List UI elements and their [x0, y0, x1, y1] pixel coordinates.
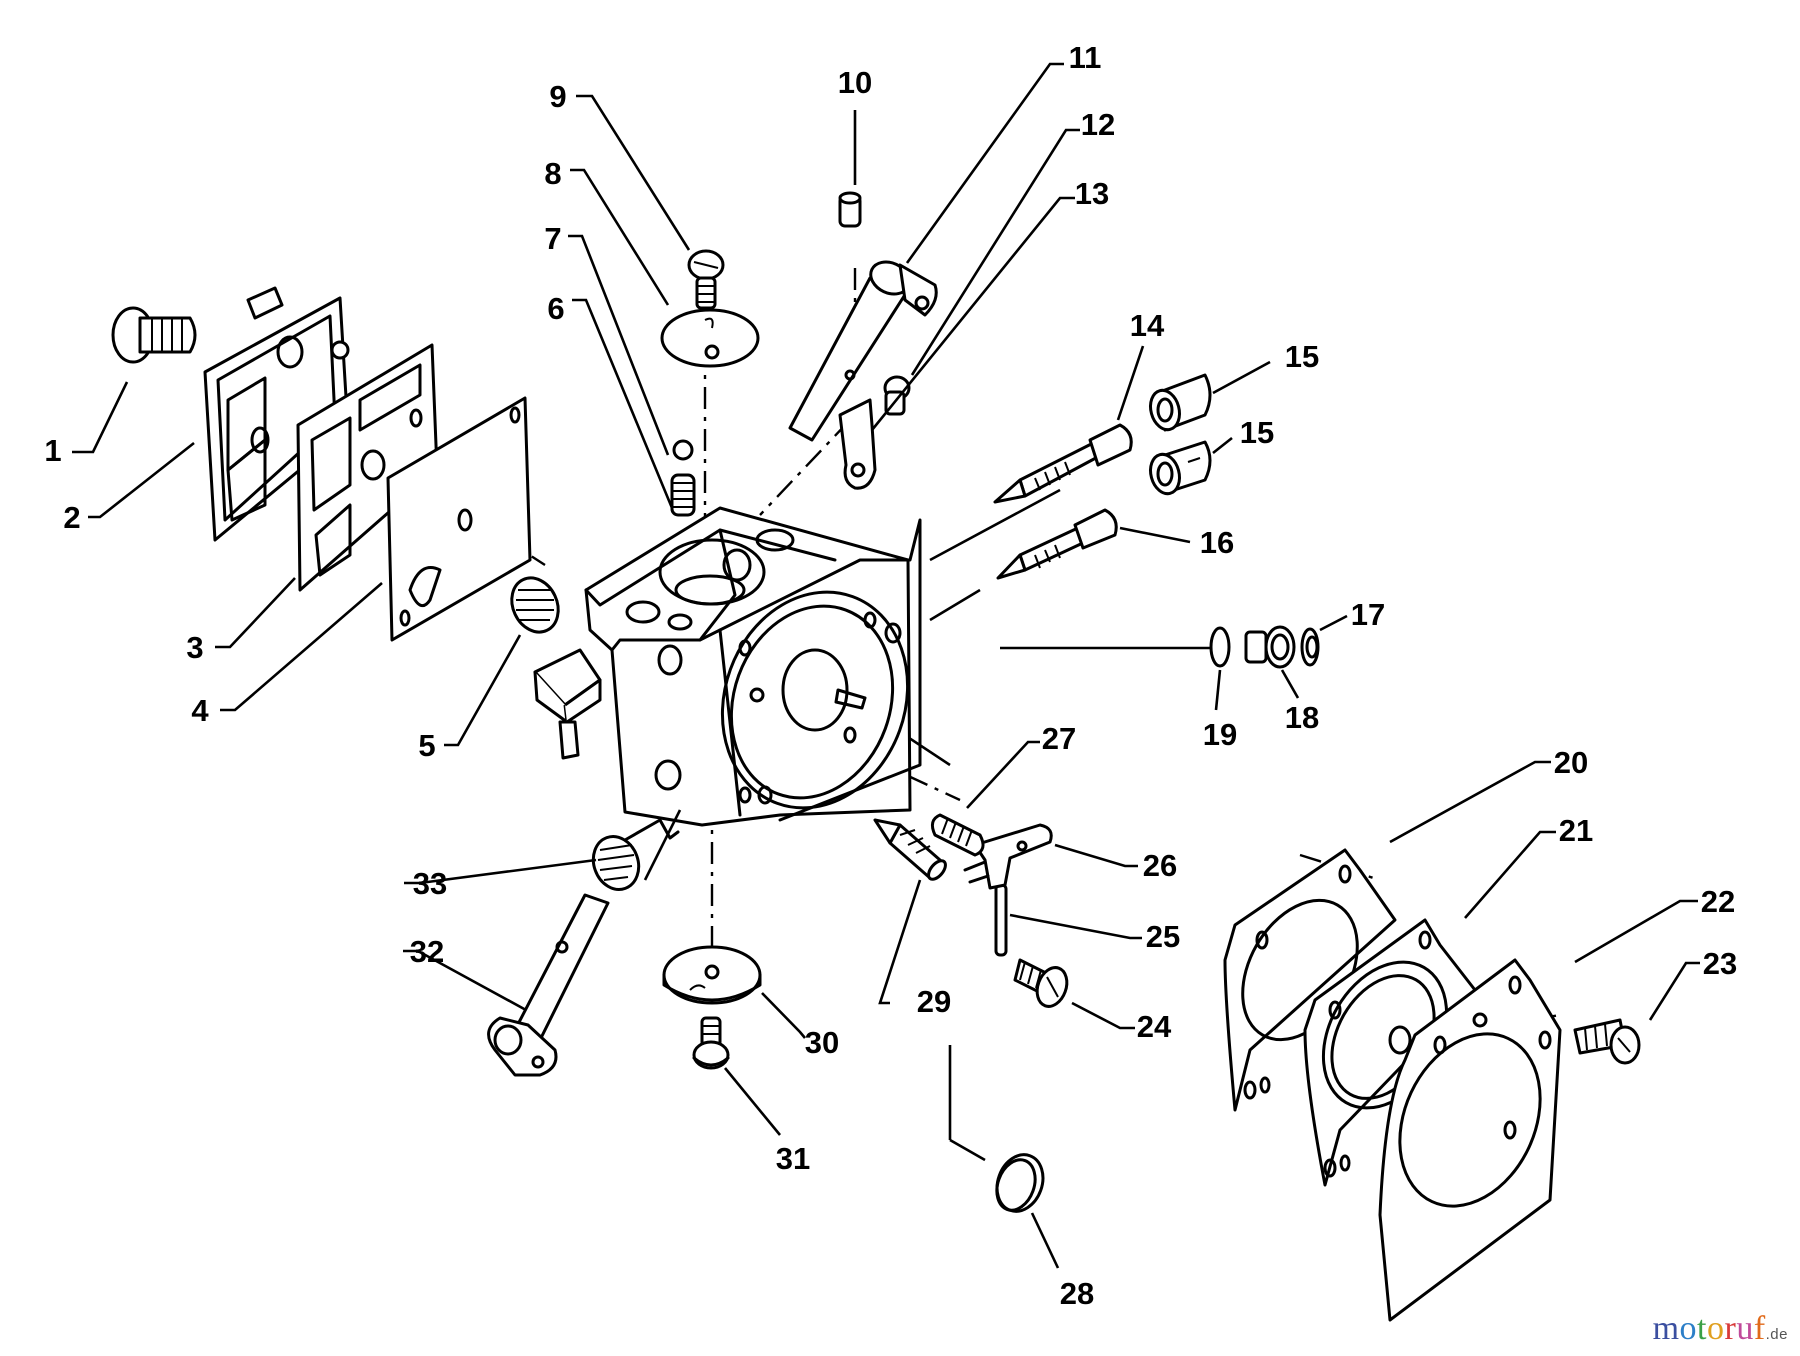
- part-32-choke-shaft[interactable]: [487, 893, 610, 1077]
- part-22-metering-cover[interactable]: [1373, 958, 1567, 1322]
- part-24-screw[interactable]: [1013, 958, 1072, 1011]
- part-8-throttle-valve[interactable]: [660, 308, 760, 368]
- part-1-screw[interactable]: [111, 306, 197, 364]
- callout-18: 18: [1285, 700, 1319, 735]
- callout-31: 31: [776, 1141, 810, 1176]
- callout-19: 19: [1203, 717, 1237, 752]
- watermark-letter: o: [1706, 1310, 1725, 1347]
- callout-5: 5: [418, 728, 435, 763]
- callout-3: 3: [186, 630, 203, 665]
- watermark-letter: m: [1652, 1310, 1680, 1347]
- part-29-inlet-needle[interactable]: [873, 818, 949, 882]
- callout-30: 30: [805, 1025, 839, 1060]
- callout-28: 28: [1060, 1276, 1094, 1311]
- callout-32: 32: [410, 934, 444, 969]
- part-33-spring[interactable]: [586, 818, 680, 896]
- callout-16: 16: [1200, 525, 1234, 560]
- watermark-letter: u: [1736, 1310, 1754, 1347]
- part-25-pin[interactable]: [994, 883, 1008, 957]
- part-30-choke-valve[interactable]: [662, 945, 762, 1005]
- part-17-retainer[interactable]: [1300, 627, 1320, 667]
- watermark-letter: t: [1697, 1310, 1707, 1347]
- part-28-welch-plug[interactable]: [989, 1148, 1050, 1218]
- watermark-letter: f: [1753, 1310, 1766, 1347]
- callout-17: 17: [1351, 597, 1385, 632]
- part-31-screw[interactable]: [692, 1016, 730, 1070]
- leader-lines: [72, 62, 1700, 1269]
- callout-15-upper: 15: [1285, 339, 1319, 374]
- callout-12: 12: [1081, 107, 1115, 142]
- part-13-throttle-lever[interactable]: [838, 398, 877, 490]
- part-10-plug[interactable]: [838, 191, 862, 228]
- part-15-limiter-cap-lower[interactable]: [1146, 440, 1212, 497]
- callout-4: 4: [191, 693, 209, 728]
- carburetor-body[interactable]: [533, 506, 937, 834]
- callout-labels: 1 2 3 4 5 6 7 8 9 10 11 12 13 14 15 15 1…: [44, 40, 1737, 1311]
- watermark-suffix: .de: [1765, 1326, 1788, 1343]
- watermark-letter: o: [1679, 1310, 1698, 1347]
- part-2-pump-cover[interactable]: [203, 286, 350, 542]
- callout-23: 23: [1703, 946, 1737, 981]
- callout-27: 27: [1042, 721, 1076, 756]
- callout-1: 1: [44, 433, 61, 468]
- callout-21: 21: [1559, 813, 1593, 848]
- part-14-high-speed-needle[interactable]: [993, 423, 1133, 504]
- part-18-plug[interactable]: [1244, 625, 1296, 669]
- callout-10: 10: [838, 65, 872, 100]
- callout-24: 24: [1137, 1009, 1172, 1044]
- part-19-o-ring[interactable]: [1209, 626, 1231, 668]
- callout-15-lower: 15: [1240, 415, 1274, 450]
- part-5-inlet-screen[interactable]: [503, 570, 567, 639]
- callout-26: 26: [1143, 848, 1177, 883]
- callout-14: 14: [1130, 308, 1165, 343]
- part-4-pump-diaphragm[interactable]: [386, 396, 532, 642]
- callout-33: 33: [413, 866, 447, 901]
- part-16-low-speed-needle[interactable]: [996, 508, 1118, 580]
- watermark-logo: motoruf.de: [1653, 1310, 1788, 1348]
- part-11-throttle-shaft[interactable]: [788, 256, 938, 442]
- part-9-screw[interactable]: [687, 249, 725, 310]
- callout-2: 2: [63, 500, 80, 535]
- callout-11: 11: [1069, 40, 1102, 75]
- callout-6: 6: [547, 291, 564, 326]
- part-15-limiter-cap-upper[interactable]: [1146, 373, 1212, 433]
- watermark-text: motoruf: [1653, 1310, 1766, 1348]
- part-27-spring[interactable]: [930, 813, 985, 857]
- part-20-gasket[interactable]: [1219, 848, 1397, 1112]
- callout-8: 8: [544, 156, 561, 191]
- part-6-ball[interactable]: [672, 439, 694, 461]
- callout-13: 13: [1075, 176, 1109, 211]
- part-21-metering-diaphragm[interactable]: [1298, 918, 1477, 1187]
- callout-7: 7: [544, 221, 561, 256]
- part-26-metering-lever[interactable]: [963, 823, 1053, 890]
- callout-22: 22: [1701, 884, 1735, 919]
- part-23-screw[interactable]: [1573, 1018, 1641, 1065]
- callout-20: 20: [1554, 745, 1588, 780]
- part-7-spring[interactable]: [670, 473, 696, 517]
- watermark-letter: r: [1724, 1310, 1737, 1347]
- callout-9: 9: [549, 79, 566, 114]
- callout-29: 29: [917, 984, 951, 1019]
- callout-25: 25: [1146, 919, 1180, 954]
